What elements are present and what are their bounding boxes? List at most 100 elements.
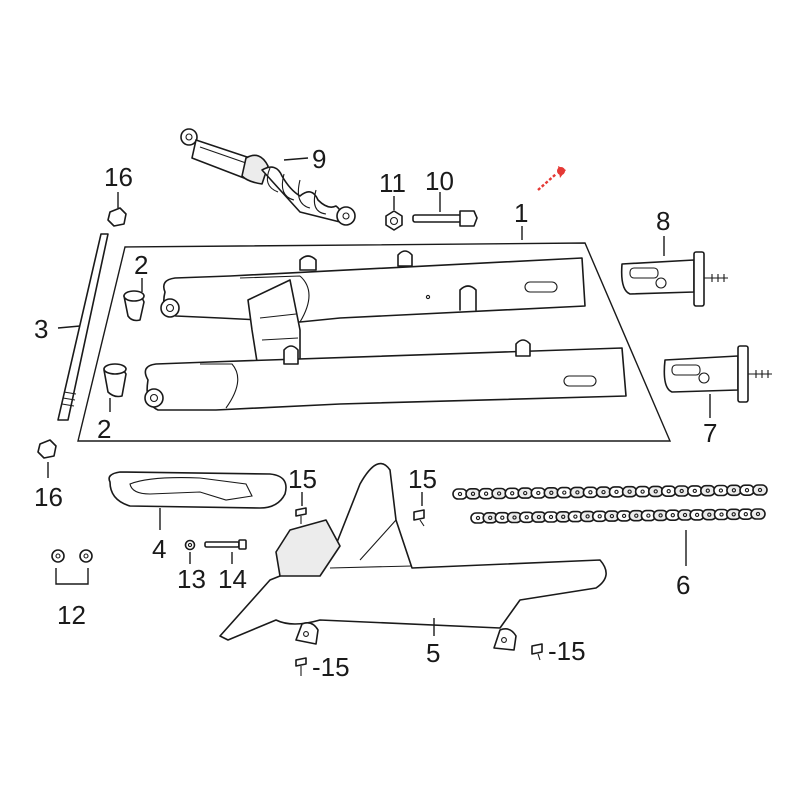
chain-link [686, 485, 703, 497]
chain-slider [108, 471, 287, 509]
chain-pin [536, 514, 542, 520]
callout-labels: 1 2 2 3 4 5 6 7 8 9 10 11 12 13 14 15 15… [34, 144, 717, 682]
chain-adjuster-7 [663, 345, 772, 403]
drive-chain [452, 484, 768, 524]
chain-guard [219, 462, 607, 651]
chain-link [726, 484, 742, 497]
chain-pin [562, 490, 567, 495]
washer-13 [184, 539, 196, 551]
nut-16-bottom [37, 439, 57, 459]
chain-link [673, 485, 690, 497]
chain-link [530, 487, 547, 499]
chain-pin [653, 489, 658, 494]
chain-link [556, 486, 573, 499]
chain-pin [609, 513, 615, 519]
chain-pin [679, 488, 684, 494]
chain-pin [755, 511, 761, 517]
screw-15-bottom-right [531, 643, 543, 661]
collar-lower [103, 363, 127, 398]
callout-15-bottom-right: -15 [548, 636, 586, 666]
chain-pin [523, 490, 528, 496]
chain-pin [488, 515, 493, 520]
chain-pin [549, 490, 554, 495]
chain-pin [705, 488, 710, 493]
chain-link [621, 485, 638, 498]
chain-pin [588, 490, 593, 495]
chain-pin [512, 515, 517, 520]
chain-link [517, 487, 534, 499]
callout-2-lower: 2 [97, 414, 111, 444]
leader-lines [47, 157, 711, 636]
chain-pin [743, 512, 748, 517]
callout-15-bottom-left: -15 [312, 652, 350, 682]
chain-pin [621, 513, 627, 519]
chain-link [504, 487, 521, 500]
chain-pin [757, 487, 763, 493]
chain-link [569, 486, 586, 499]
callout-16-top: 16 [104, 162, 133, 192]
callout-16-bottom: 16 [34, 482, 63, 512]
chain-link [582, 486, 599, 499]
chain-pin [744, 488, 750, 493]
chain-pin [500, 515, 505, 520]
chain-link [713, 484, 729, 497]
chain-pin [718, 488, 724, 493]
marker-arrow-icon [537, 166, 566, 191]
chain-link [478, 487, 494, 500]
nuts-12 [51, 549, 93, 563]
callout-3: 3 [34, 314, 48, 344]
callout-10: 10 [425, 166, 454, 196]
chain-link [452, 488, 468, 500]
chain-pin [585, 514, 590, 519]
callout-6: 6 [676, 570, 690, 600]
chain-pin [692, 488, 697, 494]
chain-link [752, 484, 768, 496]
chain-pin [731, 488, 737, 493]
chain-pin [457, 491, 463, 497]
chain-link [608, 486, 625, 498]
bolt-10 [412, 210, 478, 227]
bolt-14 [204, 539, 247, 550]
chain-link [699, 484, 716, 497]
callout-9: 9 [312, 144, 326, 174]
callout-2-upper: 2 [134, 250, 148, 280]
callout-15-right: 15 [408, 464, 437, 494]
chain-pin [658, 513, 663, 518]
chain-pin [682, 512, 688, 518]
chain-pin [670, 513, 675, 518]
callout-12: 12 [57, 600, 86, 630]
callout-7: 7 [703, 418, 717, 448]
nut-11 [385, 210, 403, 231]
chain-pin [627, 489, 632, 494]
chain-pin [719, 512, 724, 517]
chain-pin [536, 490, 541, 496]
chain-pin [573, 514, 578, 519]
chain-link [634, 485, 651, 498]
chain-link [543, 486, 560, 499]
chain-pin [640, 489, 645, 494]
chain-pin [510, 491, 515, 496]
chain-link [647, 485, 664, 498]
callout-8: 8 [656, 206, 670, 236]
nut-16-top [107, 207, 127, 227]
chain-link [491, 487, 507, 500]
callout-13: 13 [177, 564, 206, 594]
shock-absorber [180, 128, 356, 226]
chain-pin [597, 514, 602, 519]
callout-5: 5 [426, 638, 440, 668]
chain-pin [731, 512, 736, 517]
chain-adjuster-8 [620, 251, 728, 307]
chain-pin [646, 513, 651, 518]
chain-pin [496, 491, 502, 496]
chain-pin [483, 491, 489, 496]
chain-link [595, 486, 612, 498]
chain-link [660, 485, 677, 498]
chain-pin [470, 491, 476, 496]
chain-pin [561, 514, 566, 519]
collar-upper [123, 290, 145, 322]
screw-15-bottom-left [295, 657, 307, 676]
chain-pin [524, 515, 529, 520]
chain-pin [575, 490, 580, 495]
chain-link [465, 487, 481, 500]
